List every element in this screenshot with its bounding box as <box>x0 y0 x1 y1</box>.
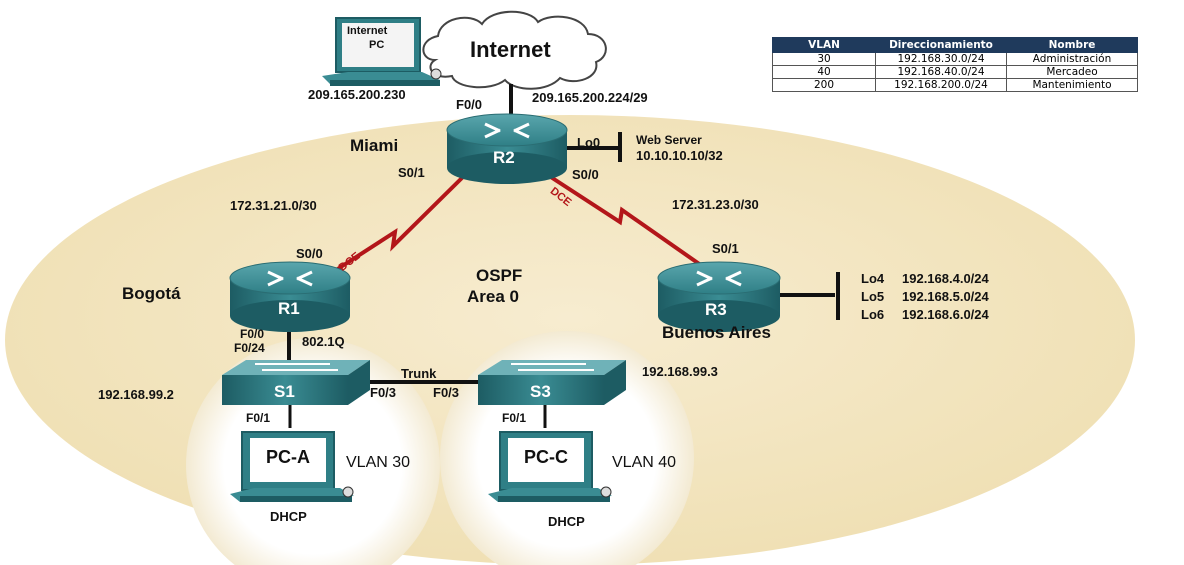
ospf-area-label: Area 0 <box>467 287 519 306</box>
lo5-name: Lo5 <box>861 289 885 304</box>
table-row: 200 192.168.200.0/24 Mantenimiento <box>772 78 1138 92</box>
r3-if-s01: S0/1 <box>712 241 739 256</box>
vlan-cell: 40 <box>772 65 876 79</box>
addr-col-header: Direccionamiento <box>875 37 1007 53</box>
s3-if-f01: F0/1 <box>502 411 527 425</box>
serial-link-r1-r2 <box>331 168 472 274</box>
r2-if-s00: S0/0 <box>572 167 599 182</box>
vlan-table-header: VLAN Direccionamiento Nombre <box>772 37 1138 53</box>
ospf-label: OSPF <box>476 266 523 285</box>
s1-name: S1 <box>274 382 295 401</box>
router-r1[interactable] <box>229 261 351 332</box>
table-row: 40 192.168.40.0/24 Mercadeo <box>772 65 1138 79</box>
net-r1-r2: 172.31.21.0/30 <box>230 198 317 213</box>
table-row: 30 192.168.30.0/24 Administración <box>772 52 1138 66</box>
site-miami: Miami <box>350 136 399 155</box>
pca-name: PC-A <box>266 447 310 467</box>
r3-name: R3 <box>705 300 727 319</box>
lo4-name: Lo4 <box>861 271 885 286</box>
s1-ip: 192.168.99.2 <box>98 387 174 402</box>
name-cell: Administración <box>1006 52 1138 66</box>
s3-name: S3 <box>530 382 551 401</box>
pca-vlan: VLAN 30 <box>346 454 411 471</box>
lo6-net: 192.168.6.0/24 <box>902 307 989 322</box>
vlan-cell: 200 <box>772 78 876 92</box>
s3-ip: 192.168.99.3 <box>642 364 718 379</box>
site-buenos-aires: Buenos Aires <box>662 323 771 342</box>
internet-cloud-label: Internet <box>470 37 551 62</box>
internet-pc[interactable] <box>322 17 442 86</box>
r2-if-f00: F0/0 <box>456 97 483 112</box>
addr-cell: 192.168.30.0/24 <box>875 52 1007 66</box>
trunk-label: Trunk <box>401 366 437 381</box>
switch-s3[interactable] <box>478 360 626 405</box>
internet-cloud <box>422 10 607 90</box>
lo5-net: 192.168.5.0/24 <box>902 289 989 304</box>
r1-if-f00: F0/0 <box>240 327 265 341</box>
vlan-col-header: VLAN <box>772 37 876 53</box>
addr-cell: 192.168.40.0/24 <box>875 65 1007 79</box>
r2-name: R2 <box>493 148 515 167</box>
addr-cell: 192.168.200.0/24 <box>875 78 1007 92</box>
serial-link-r2-r3 <box>538 168 707 270</box>
switch-s1[interactable] <box>222 360 370 405</box>
pcc-addr: DHCP <box>548 514 585 529</box>
vlan-table: VLAN Direccionamiento Nombre 30 192.168.… <box>772 37 1138 92</box>
pc-a[interactable] <box>230 431 354 502</box>
s1-if-f03: F0/3 <box>370 385 397 400</box>
encap-label: 802.1Q <box>302 334 345 349</box>
s3-if-f03: F0/3 <box>433 385 460 400</box>
name-cell: Mercadeo <box>1006 65 1138 79</box>
name-col-header: Nombre <box>1006 37 1138 53</box>
internet-pc-label-2: PC <box>369 39 385 51</box>
pcc-vlan: VLAN 40 <box>612 454 677 471</box>
net-r2-r3: 172.31.23.0/30 <box>672 197 759 212</box>
wan-net: 209.165.200.224/29 <box>532 90 648 105</box>
pc-c[interactable] <box>488 431 612 502</box>
lo6-name: Lo6 <box>861 307 885 322</box>
r2-if-lo0: Lo0 <box>577 135 601 150</box>
lo4-net: 192.168.4.0/24 <box>902 271 989 286</box>
r1-if-s00: S0/0 <box>296 246 323 261</box>
name-cell: Mantenimiento <box>1006 78 1138 92</box>
pca-addr: DHCP <box>270 509 307 524</box>
pcc-name: PC-C <box>524 447 568 467</box>
r1-name: R1 <box>278 299 300 318</box>
internet-pc-label-1: Internet <box>347 25 388 37</box>
internet-pc-ip: 209.165.200.230 <box>308 87 406 102</box>
vlan-cell: 30 <box>772 52 876 66</box>
site-bogota: Bogotá <box>122 284 181 303</box>
web-server-label: Web Server <box>636 133 702 147</box>
router-r2[interactable] <box>446 113 568 184</box>
s1-if-f024: F0/24 <box>234 341 265 355</box>
s1-if-f01: F0/1 <box>246 411 271 425</box>
r2-if-s01: S0/1 <box>398 165 425 180</box>
router-r3[interactable] <box>657 261 781 332</box>
web-server-ip: 10.10.10.10/32 <box>636 148 723 163</box>
